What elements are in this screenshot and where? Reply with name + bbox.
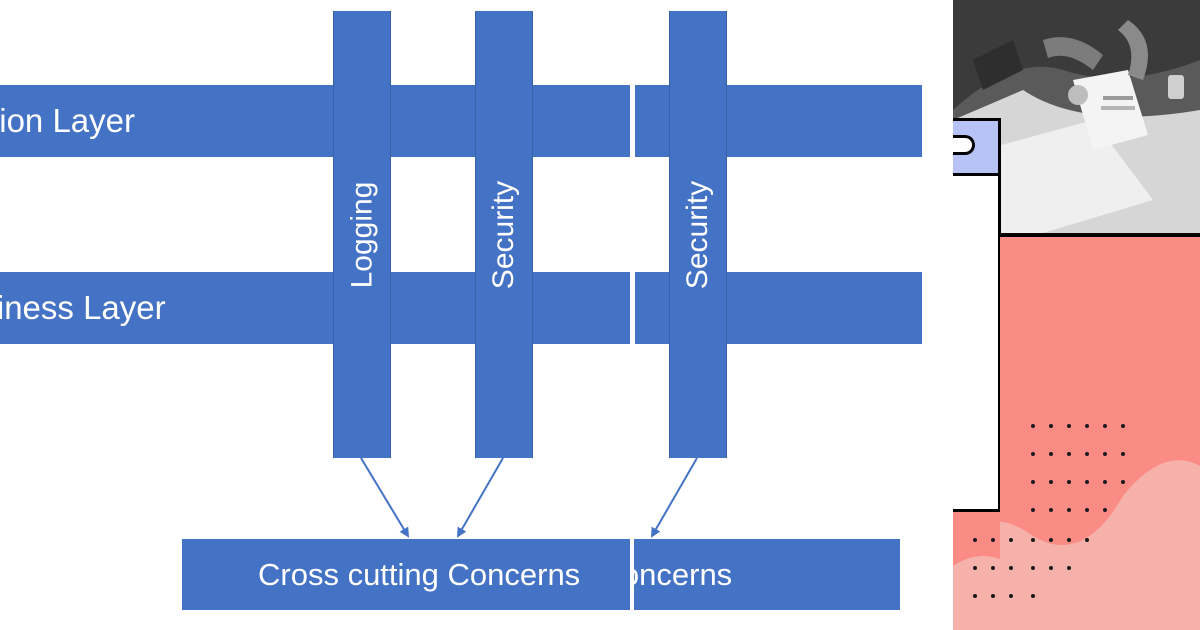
security-concern-bar: Security <box>475 11 533 458</box>
white-frame <box>953 176 1001 512</box>
security-arrow-duplicate <box>651 457 698 538</box>
security-concern-bar-duplicate: Security <box>669 11 727 458</box>
presentation-layer-label: Presentation Layer <box>0 102 136 139</box>
salmon-frame-line <box>1000 233 1200 237</box>
tab-notch <box>953 135 975 155</box>
cross-cutting-concerns-label: Cross cutting Concerns <box>258 557 581 592</box>
business-layer-label: Business Layer <box>0 289 166 326</box>
cross-cutting-concerns-label-duplicate: Cross cutting Concerns <box>634 557 733 592</box>
security-arrow <box>457 457 504 538</box>
concern-arrows <box>360 457 698 538</box>
composite-seam <box>630 0 634 630</box>
logging-concern-bar: Logging <box>333 11 391 458</box>
logging-arrow <box>360 457 410 538</box>
cross-cutting-concerns-box-segment: Cross cutting Concerns <box>634 539 900 610</box>
dot-grid-pattern-icon <box>953 424 1200 630</box>
cross-cutting-concerns-box: Cross cutting Concerns <box>182 539 630 610</box>
